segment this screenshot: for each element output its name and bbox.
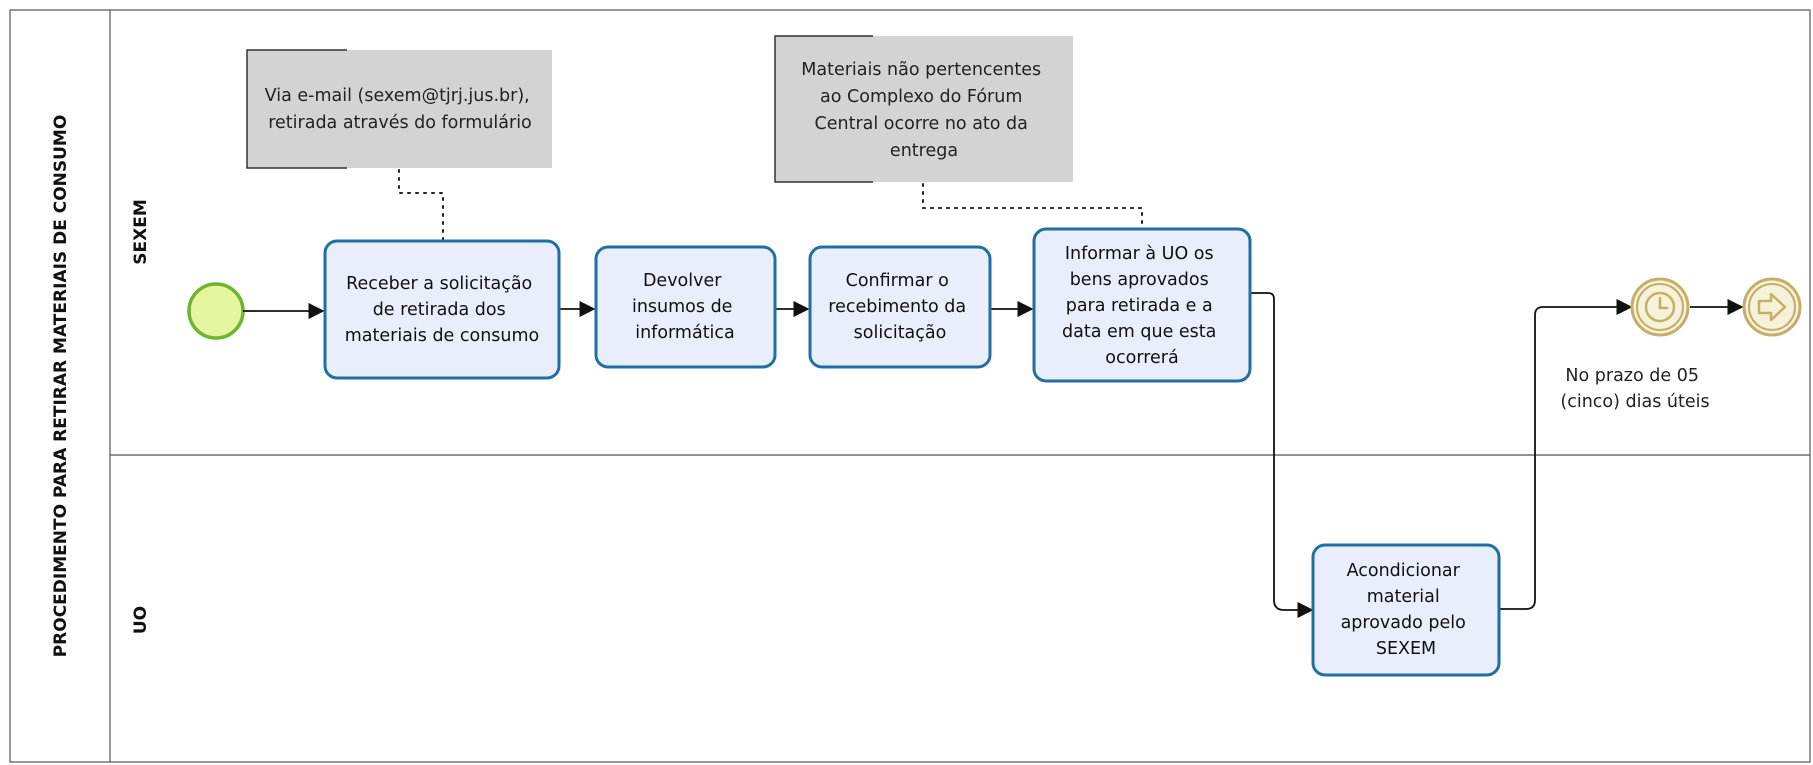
task-label: ocorrerá [1105, 348, 1178, 368]
svg-text:Acondicionar material: Acondicionar material aprovado pelo SEXE… [1341, 561, 1472, 659]
timer-label: No prazo de 05 [1565, 366, 1699, 386]
task-label: material [1367, 587, 1440, 607]
svg-text:No prazo de 05 (cinco) dia: No prazo de 05 (cinco) dias úteis [1560, 366, 1709, 412]
annotation-materiais-line: Central ocorre no ato da [815, 114, 1028, 134]
task-label: solicitação [854, 323, 947, 343]
task-informar-uo[interactable]: Informar à UO os bens aprovados para ret… [1032, 227, 1252, 383]
clock-icon [1644, 291, 1676, 323]
flow-t4-to-t5 [1250, 292, 1314, 619]
start-event[interactable] [187, 282, 245, 340]
task-label: data em que esta [1062, 322, 1216, 342]
task-label: de retirada dos [373, 300, 506, 320]
task-receber-solicitacao[interactable]: Receber a solicitação de retirada dos ma… [323, 239, 561, 380]
link-throw-event[interactable] [1742, 277, 1802, 337]
task-label: informática [635, 323, 735, 343]
svg-text:Via e-mail (sexem@tjrj.jus.br): Via e-mail (sexem@tjrj.jus.br), retirada… [265, 86, 536, 133]
task-label: bens aprovados [1070, 270, 1209, 290]
task-confirmar-recebimento[interactable]: Confirmar o recebimento da solicitação [808, 245, 992, 369]
annotation-email-line: Via e-mail (sexem@tjrj.jus.br), [265, 86, 530, 106]
pool-title: PROCEDIMENTO PARA RETIRAR MATERIAIS DE C… [51, 115, 71, 658]
lane-label-uo: UO [131, 606, 151, 634]
task-label: SEXEM [1376, 639, 1436, 659]
sequence-flows [243, 292, 1744, 619]
annotation-materiais-line: entrega [890, 141, 958, 161]
annotation-materiais: Materiais não pertencentes ao Complexo d… [774, 35, 1143, 227]
task-label: para retirada e a [1066, 296, 1213, 316]
task-label: Confirmar o [846, 271, 949, 291]
task-label: recebimento da [828, 297, 966, 317]
svg-text:Receber a solicitação de: Receber a solicitação de retirada dos ma… [345, 274, 540, 346]
task-label: Acondicionar [1347, 561, 1461, 581]
svg-text:Materiais não pertencentes: Materiais não pertencentes ao Complexo d… [801, 60, 1046, 161]
annotation-materiais-line: ao Complexo do Fórum [820, 87, 1022, 107]
svg-text:Devolver insumos de: Devolver insumos de informática [632, 271, 738, 343]
task-acondicionar-material[interactable]: Acondicionar material aprovado pelo SEXE… [1311, 543, 1501, 677]
task-label: materiais de consumo [345, 326, 540, 346]
task-label: Devolver [643, 271, 722, 291]
flow-t5-to-timer [1499, 298, 1633, 610]
link-arrow-icon [1757, 292, 1787, 322]
task-label: Informar à UO os [1065, 244, 1214, 264]
task-label: Receber a solicitação [346, 274, 532, 294]
svg-text:Confirmar o recebimento: Confirmar o recebimento da solicitação [828, 271, 971, 343]
timer-event[interactable] [1630, 277, 1690, 337]
timer-label: (cinco) dias úteis [1560, 392, 1709, 412]
annotation-email: Via e-mail (sexem@tjrj.jus.br), retirada… [246, 49, 552, 241]
svg-text:Informar à UO os bens ap: Informar à UO os bens aprovados para ret… [1062, 244, 1222, 368]
annotation-materiais-line: Materiais não pertencentes [801, 60, 1041, 80]
task-label: insumos de [632, 297, 732, 317]
task-devolver-insumos[interactable]: Devolver insumos de informática [594, 245, 777, 369]
annotation-email-line: retirada através do formulário [268, 113, 532, 133]
lane-label-sexem: SEXEM [131, 199, 151, 265]
task-label: aprovado pelo [1341, 613, 1466, 633]
